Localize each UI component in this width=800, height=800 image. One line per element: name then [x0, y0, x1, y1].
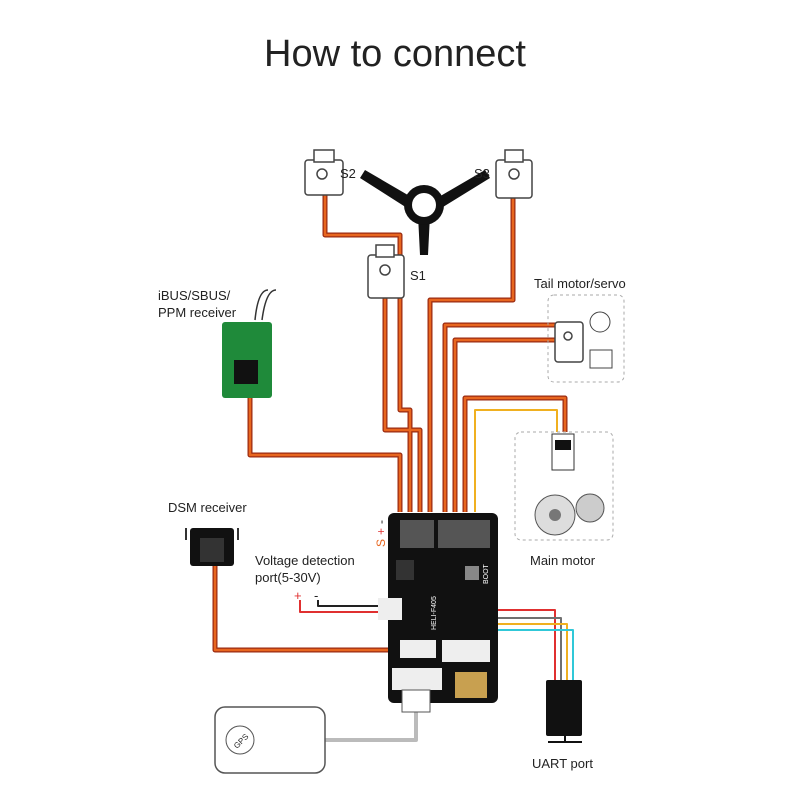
wire-s2 [322, 195, 413, 512]
wire-tail-1 [442, 322, 555, 512]
gps-module: GPS [214, 706, 326, 774]
wires [212, 195, 574, 742]
wire-voltage-red [299, 600, 388, 613]
receiver-label-1: iBUS/SBUS/ [158, 288, 231, 303]
esc [551, 433, 575, 471]
main-motor-frame [514, 431, 614, 541]
main-motor-label: Main motor [530, 553, 596, 568]
servo-label-s2: S2 [340, 166, 356, 181]
pin-signal: S [374, 539, 388, 547]
voltage-minus: - [314, 588, 318, 603]
dsm-label: DSM receiver [168, 500, 247, 515]
tail-servo [554, 321, 584, 363]
uart-module [546, 680, 582, 743]
page-title: How to connect [264, 33, 526, 75]
pin-plus: + [374, 528, 388, 535]
servo-label-s3: S3 [474, 166, 490, 181]
sbus-receiver [222, 289, 277, 398]
servo-s3 [495, 149, 533, 199]
servo-s2 [304, 149, 344, 196]
tail-label: Tail motor/servo [534, 276, 626, 291]
board-name: HELI-F405 [431, 596, 438, 630]
swashplate [360, 170, 490, 255]
pin-minus: - [374, 520, 388, 524]
wire-s3 [427, 198, 516, 512]
tail-motor [589, 311, 613, 369]
main-motor [534, 493, 605, 536]
voltage-plus: + [294, 588, 302, 603]
servo-s1 [367, 244, 405, 299]
flight-controller-board: HELI-F405 BOOT [378, 513, 498, 713]
receiver-label-2: PPM receiver [158, 305, 237, 320]
dsm-receiver [185, 528, 239, 566]
servo-label-s1: S1 [410, 268, 426, 283]
voltage-label-1: Voltage detection [255, 553, 355, 568]
voltage-label-2: port(5-30V) [255, 570, 321, 585]
wire-signal-yellow [474, 409, 558, 512]
wire-tail-2 [452, 337, 555, 512]
uart-label: UART port [532, 756, 593, 771]
tail-group-frame [547, 294, 625, 383]
board-boot-label: BOOT [483, 563, 490, 584]
wire-voltage-black [317, 600, 388, 607]
